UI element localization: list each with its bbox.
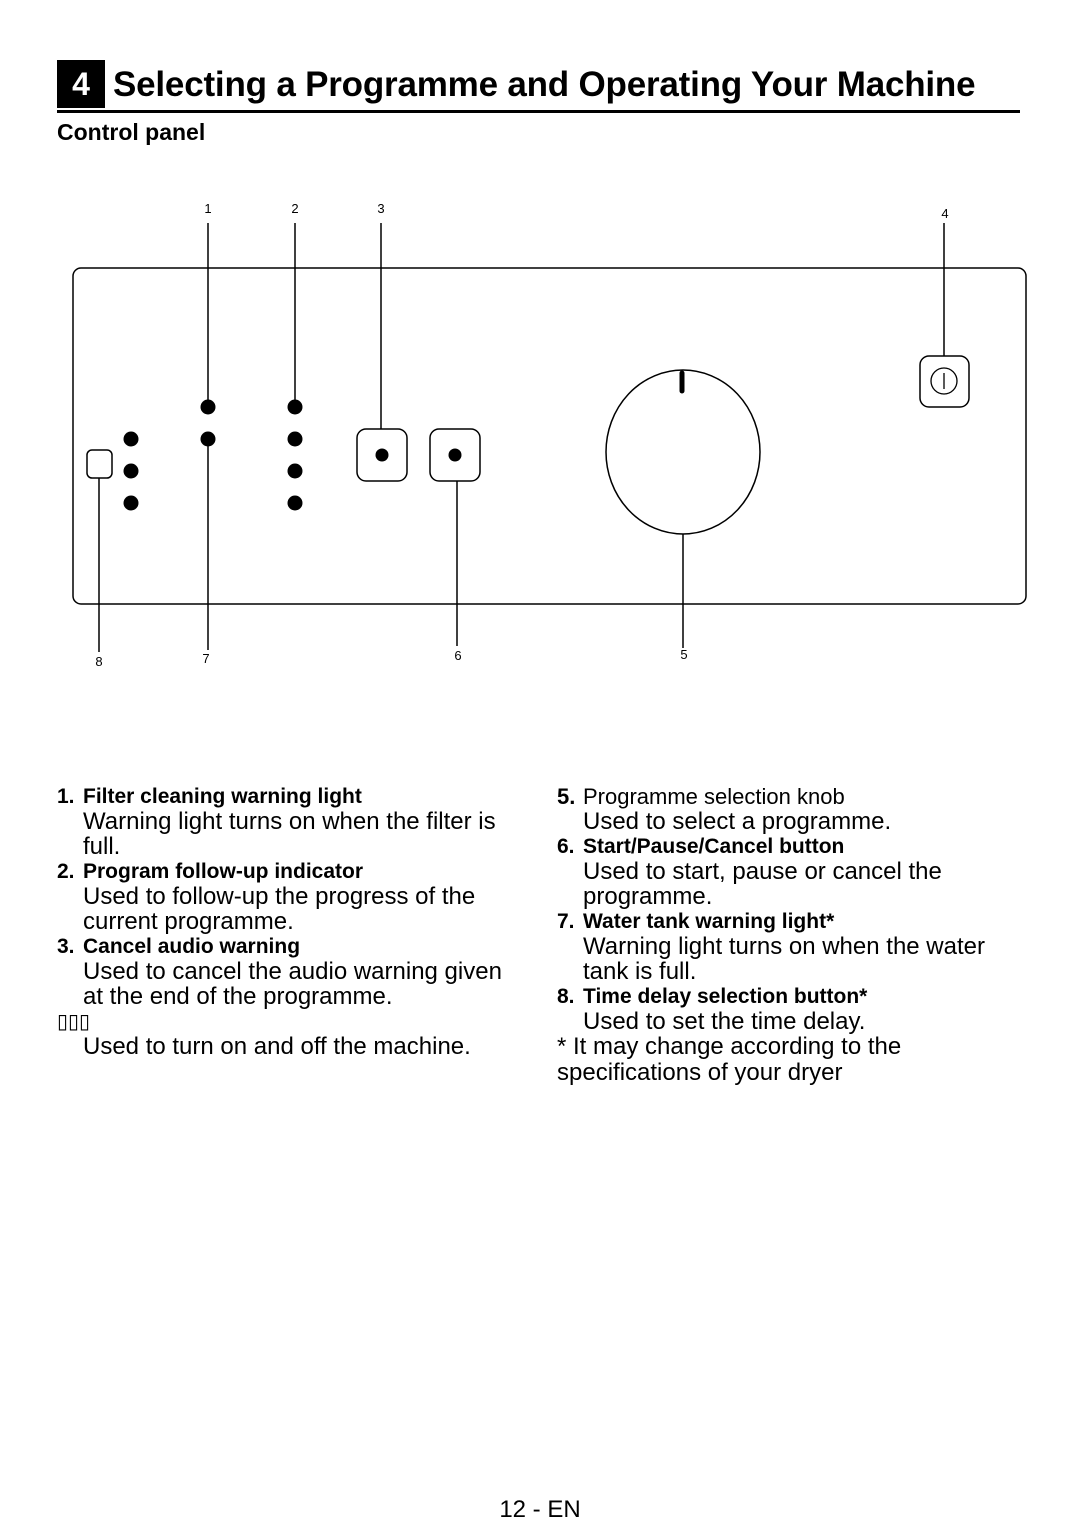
legend-item-1: 1. Filter cleaning warning light Warning …	[57, 784, 527, 859]
page-title: Selecting a Programme and Operating Your…	[113, 65, 976, 104]
callout-2: 2	[291, 201, 298, 216]
section-number: 4	[57, 60, 105, 108]
legend-item-8: 8. Time delay selection button* Used to s…	[557, 984, 1027, 1034]
item-label: Cancel audio warning	[83, 935, 301, 958]
item-number: 6.	[557, 835, 575, 858]
item-description: Used to cancel the audio warning given a…	[83, 958, 502, 1010]
item-label: Programme selection knob	[583, 784, 845, 809]
program-indicator-light	[287, 463, 303, 479]
callout-1: 1	[204, 201, 211, 216]
control-panel-diagram: 1 2 3 4 5 6 7 8	[72, 201, 1027, 669]
program-indicator-light	[287, 495, 303, 511]
legend-item-4: ▯▯▯ Used to turn on and off the machine.	[57, 1009, 527, 1059]
item-number: 1.	[57, 785, 75, 808]
time-delay-light	[123, 431, 139, 447]
page-number: 12 - EN	[499, 1496, 581, 1523]
item-label: Time delay selection button*	[583, 985, 868, 1008]
callout-8: 8	[95, 654, 102, 669]
item-description: Warning light turns on when the water ta…	[583, 933, 985, 985]
placeholder-glyph: ▯▯▯	[57, 1009, 91, 1033]
item-number: 3.	[57, 935, 75, 958]
program-indicator-light	[287, 399, 303, 415]
item-label: Filter cleaning warning light	[83, 785, 362, 808]
item-label: Water tank warning light*	[583, 910, 835, 933]
legend-item-5: 5. Programme selection knob Used to selec…	[557, 784, 1027, 834]
callout-4: 4	[941, 206, 948, 221]
legend-item-2: 2. Program follow-up indicator Used to fo…	[57, 859, 527, 934]
leader-lines	[98, 223, 945, 652]
start-button-dot	[448, 448, 462, 462]
item-number: 5.	[557, 784, 576, 809]
item-description: Warning light turns on when the filter i…	[83, 808, 496, 860]
time-delay-button[interactable]	[86, 449, 113, 479]
item-label: Program follow-up indicator	[83, 860, 364, 883]
item-number: 8.	[557, 985, 575, 1008]
legend-item-6: 6. Start/Pause/Cancel button Used to star…	[557, 834, 1027, 909]
legend-left-column: 1. Filter cleaning warning light Warning …	[57, 784, 527, 1059]
legend-item-3: 3. Cancel audio warning Used to cancel th…	[57, 934, 527, 1009]
callout-6: 6	[454, 648, 461, 663]
item-description: Used to follow-up the progress of the cu…	[83, 883, 476, 935]
legend-item-7: 7. Water tank warning light* Warning ligh…	[557, 909, 1027, 984]
item-number: 7.	[557, 910, 575, 933]
panel-outline	[72, 267, 1027, 605]
program-indicator-light	[287, 431, 303, 447]
programme-selection-knob[interactable]	[605, 369, 761, 535]
section-subtitle: Control panel	[57, 119, 206, 145]
callout-7: 7	[202, 651, 209, 666]
time-delay-light	[123, 495, 139, 511]
time-delay-light	[123, 463, 139, 479]
item-description: Used to select a programme.	[583, 808, 892, 835]
cancel-audio-button-dot	[375, 448, 389, 462]
section-heading: 4 Selecting a Programme and Operating Yo…	[57, 60, 1020, 113]
item-number: 2.	[57, 860, 75, 883]
legend-right-column: 5. Programme selection knob Used to selec…	[557, 784, 1027, 1086]
power-icon	[930, 367, 958, 395]
filter-warning-light	[200, 399, 216, 415]
water-tank-warning-light	[200, 431, 216, 447]
item-description: Used to turn on and off the machine.	[83, 1033, 471, 1060]
callout-5: 5	[680, 647, 687, 662]
item-description: Used to set the time delay.	[583, 1008, 866, 1035]
callout-3: 3	[377, 201, 384, 216]
item-label: Start/Pause/Cancel button	[583, 835, 845, 858]
item-description: Used to start, pause or cancel the progr…	[583, 858, 942, 910]
footnote: * It may change according to the specifi…	[557, 1033, 902, 1086]
